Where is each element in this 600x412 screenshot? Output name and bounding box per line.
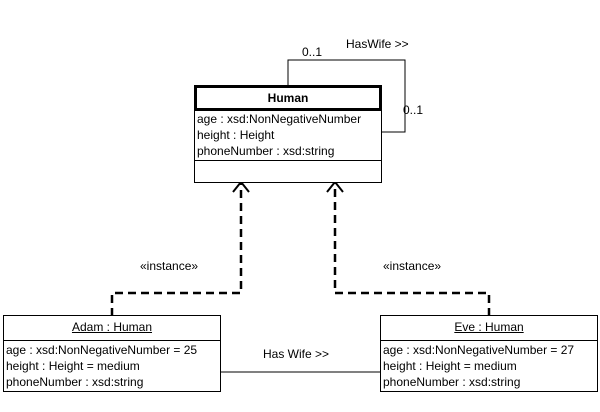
- link-label: Has Wife >>: [263, 347, 330, 361]
- adam-instance-dependency[interactable]: [110, 182, 243, 316]
- instance-adam[interactable]: Adam : Human age : xsd:NonNegativeNumber…: [3, 315, 221, 392]
- attribute: age : xsd:NonNegativeNumber: [197, 112, 362, 126]
- attribute: age : xsd:NonNegativeNumber = 27: [383, 343, 575, 357]
- attribute: height : Height: [197, 128, 275, 142]
- class-human-operations: [195, 160, 381, 183]
- instance-adam-title: Adam : Human: [71, 320, 153, 334]
- multiplicity-top: 0..1: [302, 45, 323, 59]
- attribute: height : Height = medium: [383, 359, 517, 373]
- haswife-self-association[interactable]: [287, 59, 406, 133]
- instance-eve-attributes: age : xsd:NonNegativeNumber = 27 height …: [381, 341, 597, 391]
- class-human[interactable]: Human age : xsd:NonNegativeNumber height…: [194, 85, 382, 183]
- instance-eve-title: Eve : Human: [454, 320, 524, 334]
- self-association-label: HasWife >>: [346, 37, 409, 51]
- attribute: age : xsd:NonNegativeNumber = 25: [6, 343, 198, 357]
- multiplicity-right: 0..1: [403, 103, 424, 117]
- eve-stereotype-label: «instance»: [383, 259, 442, 273]
- adam-stereotype-label: «instance»: [140, 259, 199, 273]
- instance-eve[interactable]: Eve : Human age : xsd:NonNegativeNumber …: [380, 315, 598, 392]
- class-human-attributes: age : xsd:NonNegativeNumber height : Hei…: [195, 110, 381, 160]
- class-human-name: Human: [194, 85, 382, 111]
- attribute: height : Height = medium: [6, 359, 140, 373]
- attribute: phoneNumber : xsd:string: [6, 375, 144, 389]
- attribute: phoneNumber : xsd:string: [197, 144, 335, 158]
- eve-instance-dependency[interactable]: [333, 182, 491, 316]
- instance-adam-attributes: age : xsd:NonNegativeNumber = 25 height …: [4, 341, 220, 391]
- attribute: phoneNumber : xsd:string: [383, 375, 521, 389]
